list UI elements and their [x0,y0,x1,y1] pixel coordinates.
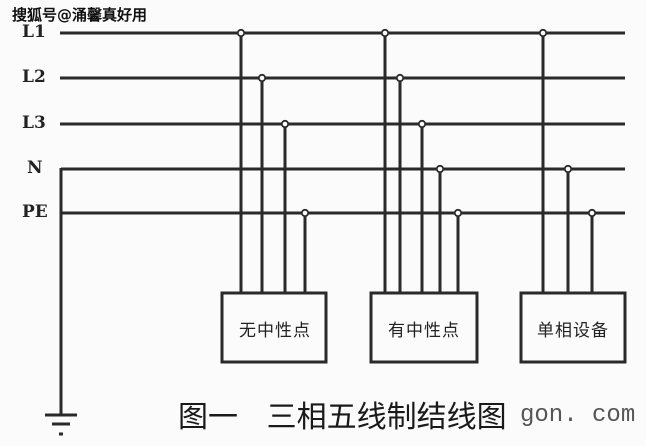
diagram-caption: 图一 三相五线制结线图 [178,400,507,435]
bus-label-l1: L1 [22,22,46,42]
site-watermark: gon. com [520,402,636,429]
bus-label-n: N [27,158,43,178]
junction-node [435,164,445,174]
junction-node [380,28,390,38]
load-box [369,291,479,364]
load-label-with-neutral: 有中性点 [388,321,460,341]
junction-node [280,119,290,129]
junction-node [257,73,267,83]
bus-label-l3: L3 [22,113,46,133]
load-label-single-phase: 单相设备 [537,321,609,341]
junction-node [300,208,310,218]
junction-node [563,164,573,174]
load-box [220,291,328,364]
junction-node [453,208,463,218]
watermark: 搜狐号@涌馨真好用 [12,6,148,24]
junction-node [236,28,246,38]
junction-node [395,73,405,83]
load-label-no-neutral: 无中性点 [239,321,311,341]
bus-label-pe: PE [22,202,48,222]
load-box [519,291,627,364]
junction-node [417,119,427,129]
bus-label-l2: L2 [22,67,46,87]
junction-node [538,28,548,38]
junction-node [587,208,597,218]
